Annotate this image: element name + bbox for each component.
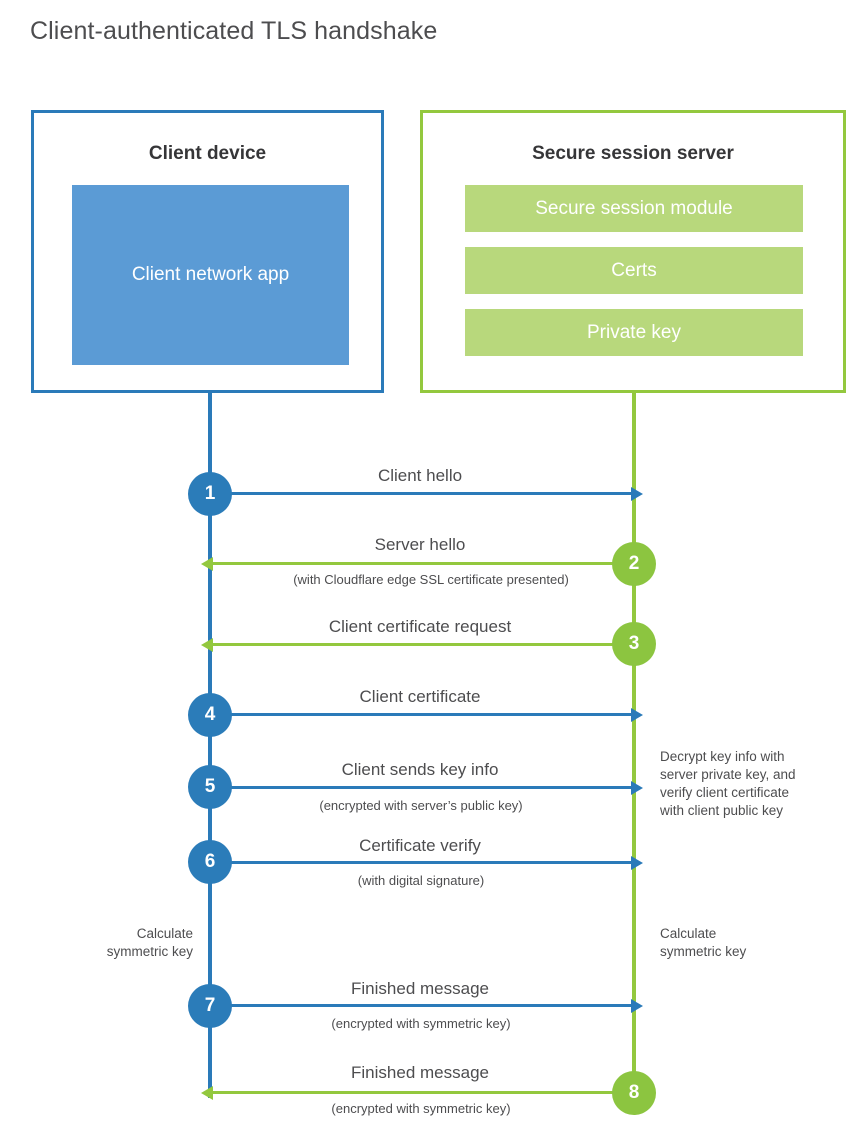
step-4-arrow	[210, 707, 643, 722]
step-2-circle: 2	[612, 542, 656, 586]
step-4-circle: 4	[188, 693, 232, 737]
server-lifeline	[632, 393, 636, 1093]
secure-session-server-box: Secure session server Secure session mod…	[420, 110, 846, 393]
client-calculate-key-note-line1: Calculate	[136, 926, 193, 941]
step-7-arrow	[210, 998, 643, 1013]
step-8-arrow	[201, 1085, 634, 1100]
client-device-title: Client device	[148, 143, 267, 164]
arrowhead-left-icon	[201, 1085, 213, 1100]
client-device-box: Client device Client network app	[31, 110, 384, 393]
server-decrypt-note-line3: verify client certificate	[660, 785, 790, 800]
arrowhead-right-icon	[631, 707, 643, 722]
step-1-circle: 1	[188, 472, 232, 516]
client-calculate-key-note: Calculate symmetric key	[107, 925, 193, 961]
step-1-arrow	[210, 486, 643, 501]
step-8-circle: 8	[612, 1071, 656, 1115]
step-3-circle: 3	[612, 622, 656, 666]
step-6-label: Certificate verify	[359, 836, 481, 855]
step-8-sublabel: (encrypted with symmetric key)	[331, 1101, 511, 1116]
server-modules-list: Secure session module Certs Private key	[465, 185, 803, 356]
arrowhead-right-icon	[631, 486, 643, 501]
module-private-key: Private key	[465, 309, 803, 356]
arrowhead-right-icon	[631, 780, 643, 795]
module-secure-session-module: Secure session module	[465, 185, 803, 232]
step-2-arrow	[201, 556, 634, 571]
step-6-circle: 6	[188, 840, 232, 884]
step-7-circle: 7	[188, 984, 232, 1028]
server-decrypt-note-line2: server private key, and	[660, 767, 796, 782]
step-6-arrow	[210, 855, 643, 870]
client-calculate-key-note-line2: symmetric key	[106, 944, 193, 959]
step-7-sublabel: (encrypted with symmetric key)	[331, 1016, 511, 1031]
server-decrypt-note-line1: Decrypt key info with	[660, 749, 785, 764]
page-title: Client-authenticated TLS handshake	[30, 17, 438, 45]
server-decrypt-note-line4: with client public key	[660, 803, 784, 818]
arrowhead-left-icon	[201, 637, 213, 652]
arrowhead-right-icon	[631, 998, 643, 1013]
client-lifeline	[208, 393, 212, 1098]
step-5-arrow	[210, 780, 643, 795]
server-decrypt-note: Decrypt key info with server private key…	[660, 748, 796, 820]
step-8-label: Finished message	[351, 1063, 489, 1082]
secure-session-server-title: Secure session server	[532, 143, 734, 164]
arrowhead-right-icon	[631, 855, 643, 870]
server-calculate-key-note-line2: symmetric key	[660, 944, 747, 959]
step-4-label: Client certificate	[359, 687, 481, 706]
module-certs: Certs	[465, 247, 803, 294]
step-2-sublabel: (with Cloudflare edge SSL certificate pr…	[293, 572, 569, 587]
step-2-label: Server hello	[374, 535, 466, 554]
step-3-label: Client certificate request	[328, 617, 512, 636]
step-3-arrow	[201, 637, 634, 652]
step-1-label: Client hello	[377, 466, 463, 485]
step-5-sublabel: (encrypted with server’s public key)	[319, 798, 523, 813]
server-calculate-key-note: Calculate symmetric key	[660, 925, 746, 961]
step-5-label: Client sends key info	[341, 760, 499, 779]
client-network-app-block: Client network app	[72, 185, 349, 365]
arrowhead-left-icon	[201, 556, 213, 571]
step-6-sublabel: (with digital signature)	[357, 873, 485, 888]
step-5-circle: 5	[188, 765, 232, 809]
step-7-label: Finished message	[351, 979, 489, 998]
server-calculate-key-note-line1: Calculate	[660, 926, 717, 941]
